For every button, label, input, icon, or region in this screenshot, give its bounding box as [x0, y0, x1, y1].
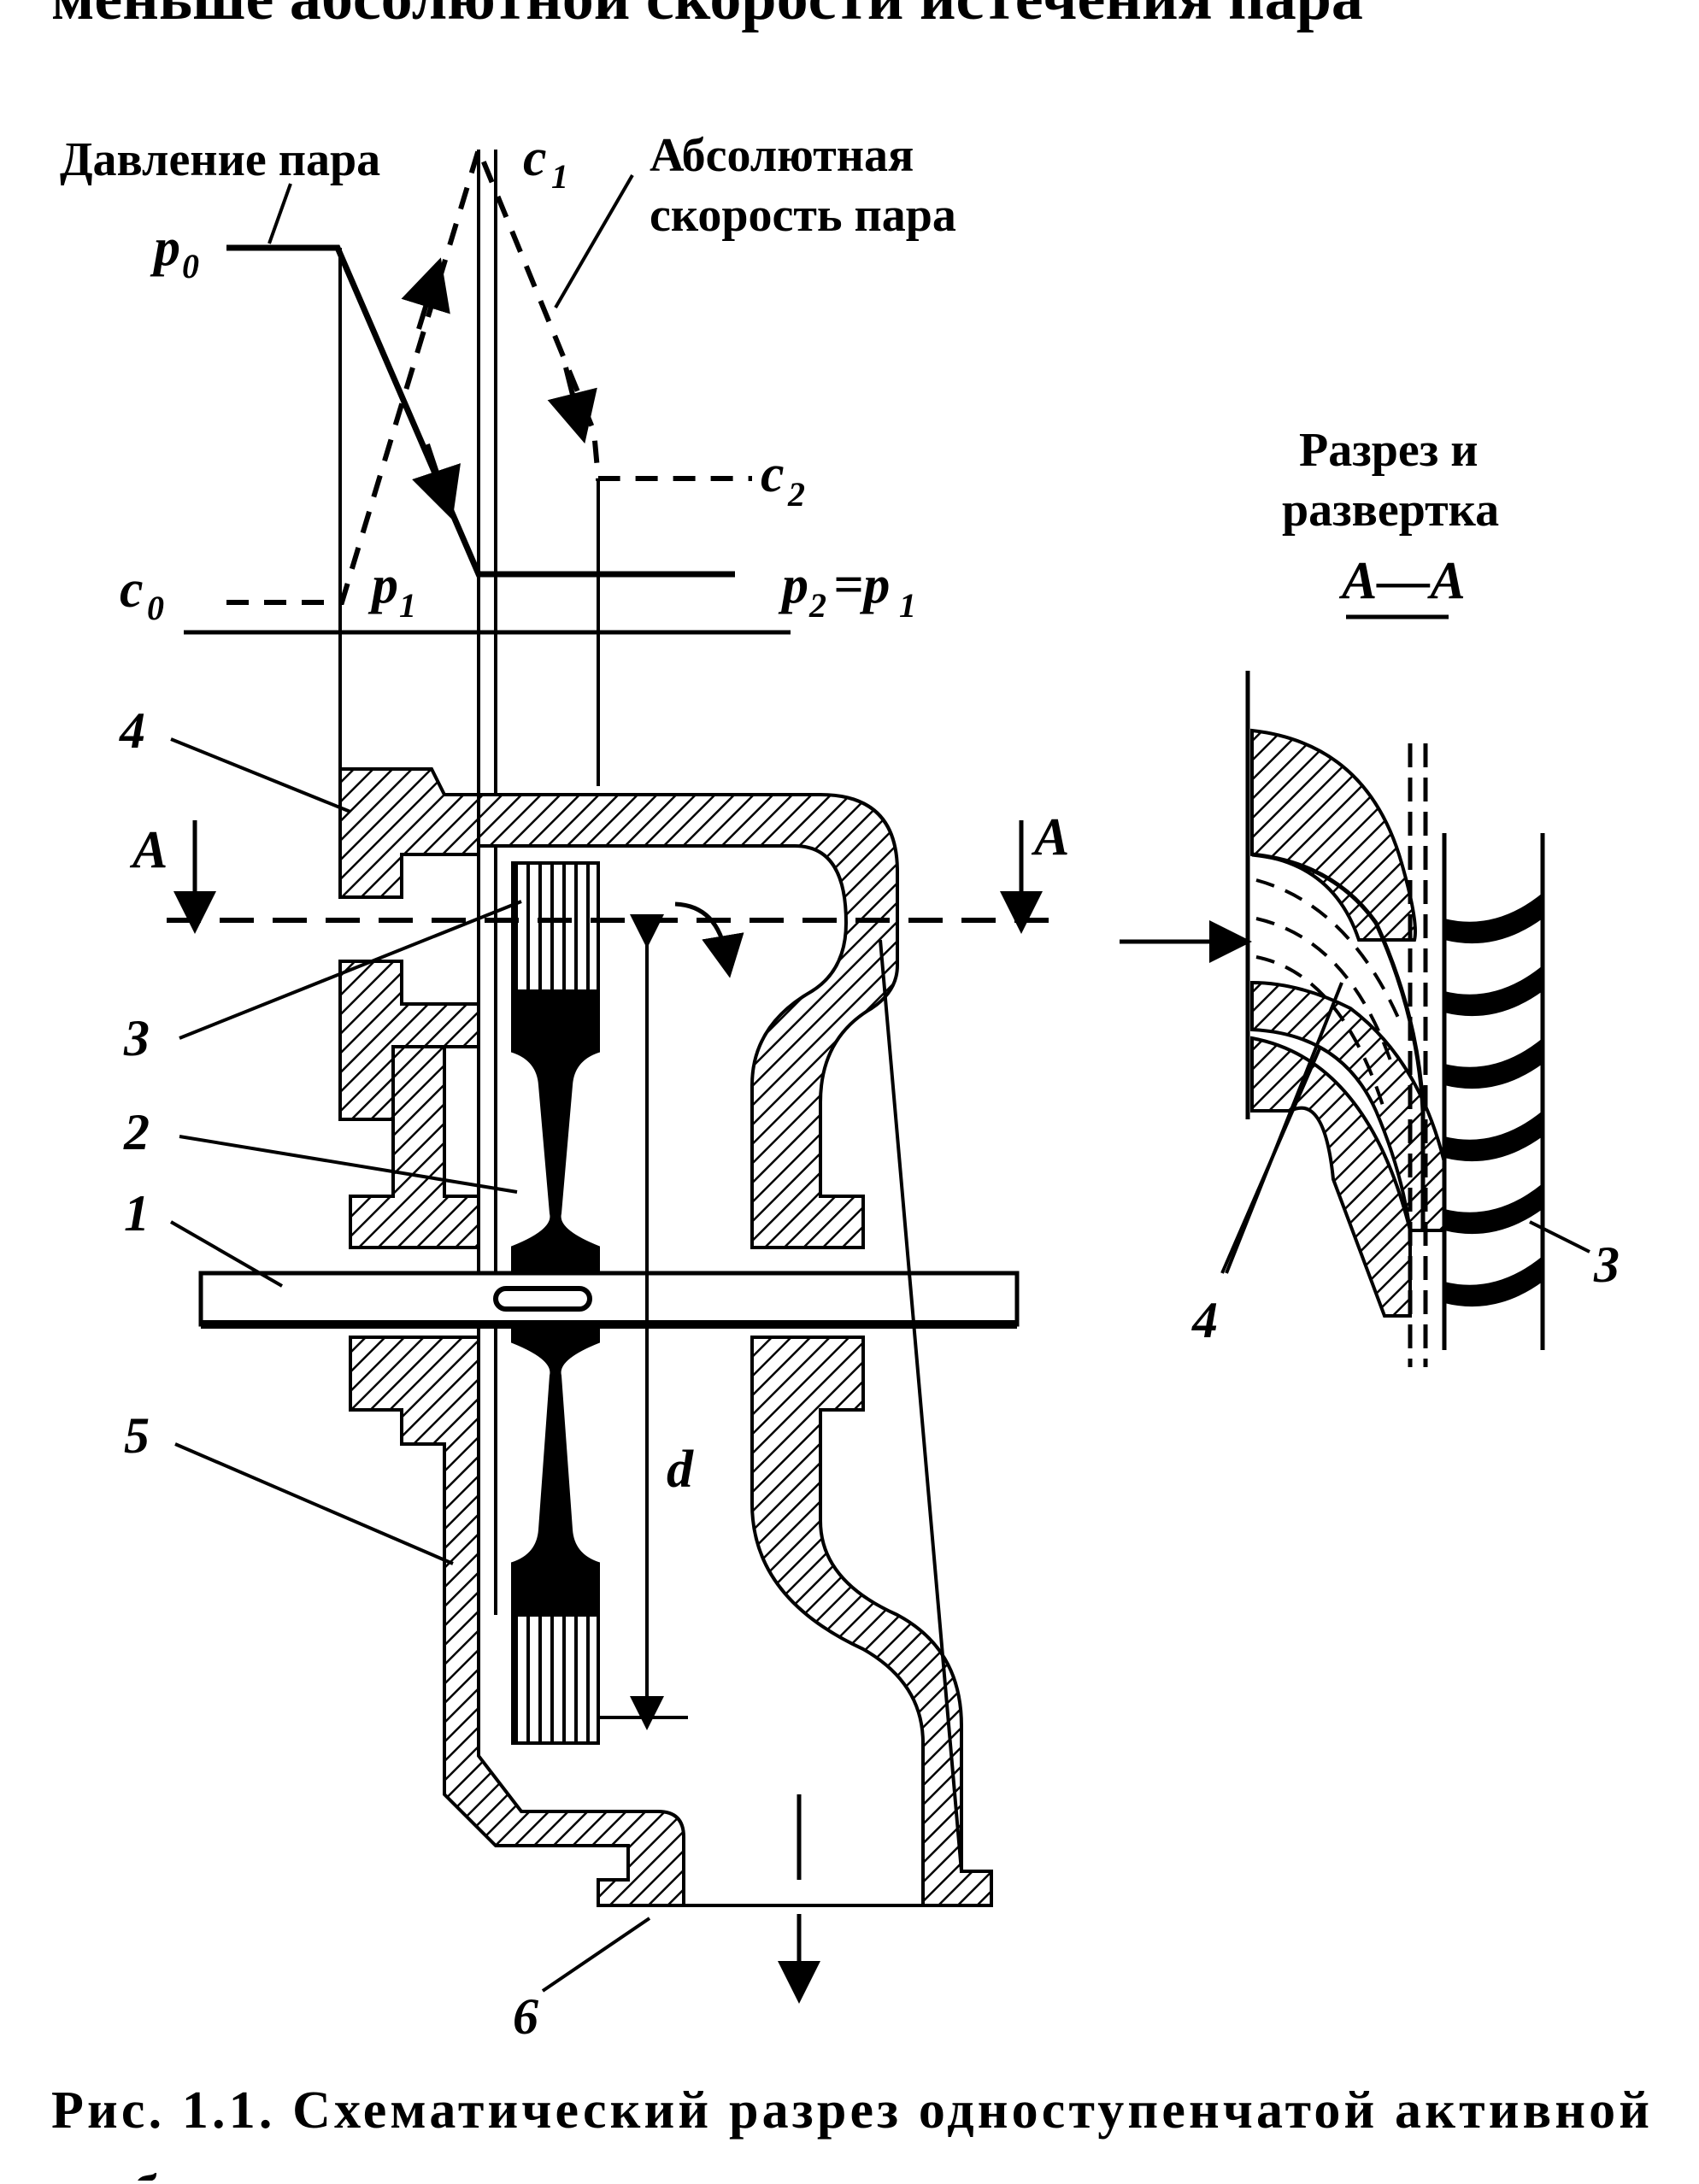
symbol-p1-sub: 1	[399, 586, 416, 625]
leader-4-right-b	[1225, 982, 1343, 1274]
section-label-2: развертка	[1282, 484, 1499, 537]
symbol-p0: p	[150, 219, 180, 277]
symbol-p2-eq-sub: 1	[899, 586, 916, 625]
symbol-p2-sub: 2	[808, 586, 826, 625]
symbol-c1: c	[523, 129, 547, 187]
pressure-velocity-graph	[184, 142, 791, 1615]
pressure-arrow	[412, 443, 461, 520]
velocity-label-2: скорость пара	[650, 189, 956, 242]
nozzle-box-lower	[338, 960, 480, 1121]
blade-profile	[1444, 1038, 1543, 1089]
diameter-label: d	[667, 1441, 694, 1499]
section-label-1: Разрез и	[1299, 424, 1478, 477]
leader-3-right	[1529, 1220, 1590, 1253]
part-number-3-right: 3	[1593, 1236, 1620, 1293]
blade-profile	[1444, 1111, 1543, 1162]
shaft[interactable]	[198, 1271, 1020, 1327]
velocity-label-1: Абсолютная	[650, 129, 914, 182]
part-number-5: 5	[124, 1407, 150, 1464]
part-number-1: 1	[124, 1185, 150, 1242]
symbol-c2-sub: 2	[787, 475, 805, 514]
blade-profile	[1444, 1183, 1543, 1235]
casing-front-upper	[349, 1045, 480, 1249]
symbol-c0-sub: 0	[147, 589, 164, 627]
part-leaders	[170, 737, 651, 1993]
leader-6	[541, 1917, 651, 1993]
section-label-aa: А—А	[1338, 552, 1466, 610]
leader-5	[174, 1442, 454, 1565]
blade-profile	[1444, 893, 1543, 944]
symbol-p1: p	[367, 556, 398, 614]
part-number-4-right: 4	[1191, 1292, 1218, 1348]
part-number-3: 3	[123, 1010, 150, 1066]
symbol-p0-sub: 0	[182, 247, 199, 285]
casing-right-lower	[750, 1336, 993, 1907]
leader-3	[179, 900, 522, 1040]
casing-top-arc	[477, 793, 899, 1249]
casing-contour	[879, 939, 963, 1872]
pressure-line	[226, 244, 735, 578]
turbine-section	[167, 767, 1051, 2004]
section-mark-left: А	[129, 821, 168, 879]
blade-profiles	[1444, 893, 1543, 1307]
nozzle-flow-dashes	[1255, 878, 1403, 1112]
blade-profile	[1444, 966, 1543, 1017]
shaft-key	[493, 1286, 592, 1312]
symbol-c0: c	[120, 561, 144, 619]
leader-2	[179, 1135, 518, 1194]
section-aa-development	[1120, 671, 1590, 1367]
rotation-arrow	[674, 901, 744, 978]
velocity-arrow-up	[401, 257, 450, 330]
symbol-p2: p	[778, 556, 808, 614]
rotor-blades-lower[interactable]	[511, 1613, 600, 1745]
rotor-blades-upper[interactable]	[511, 861, 600, 993]
symbol-c2: c	[761, 445, 785, 503]
figure-caption: Рис. 1.1. Схематический разрез одноступе…	[51, 2081, 1649, 2140]
figure-caption-cont: турбины	[51, 2165, 262, 2181]
pressure-leader	[267, 183, 292, 244]
blade-profile	[1444, 1256, 1543, 1307]
symbol-p2-eq: =p	[833, 556, 890, 614]
leader-1	[170, 1220, 283, 1288]
nozzle-box-upper	[338, 767, 480, 899]
part-number-6: 6	[513, 1988, 538, 2045]
pressure-label: Давление пара	[60, 133, 380, 186]
nozzle-wall-curve	[1251, 852, 1426, 1230]
velocity-leader	[554, 173, 634, 309]
velocity-arrow-down	[547, 367, 597, 444]
nozzle-passage	[1250, 728, 1417, 942]
section-mark-right: А	[1031, 808, 1069, 866]
header-fragment: меньше абсолютной скорости истечения пар…	[51, 0, 1363, 33]
symbol-c1-sub: 1	[551, 157, 568, 196]
velocity-line	[226, 142, 752, 605]
part-number-2: 2	[123, 1104, 150, 1160]
leader-4	[170, 737, 351, 813]
part-number-4: 4	[119, 702, 145, 759]
